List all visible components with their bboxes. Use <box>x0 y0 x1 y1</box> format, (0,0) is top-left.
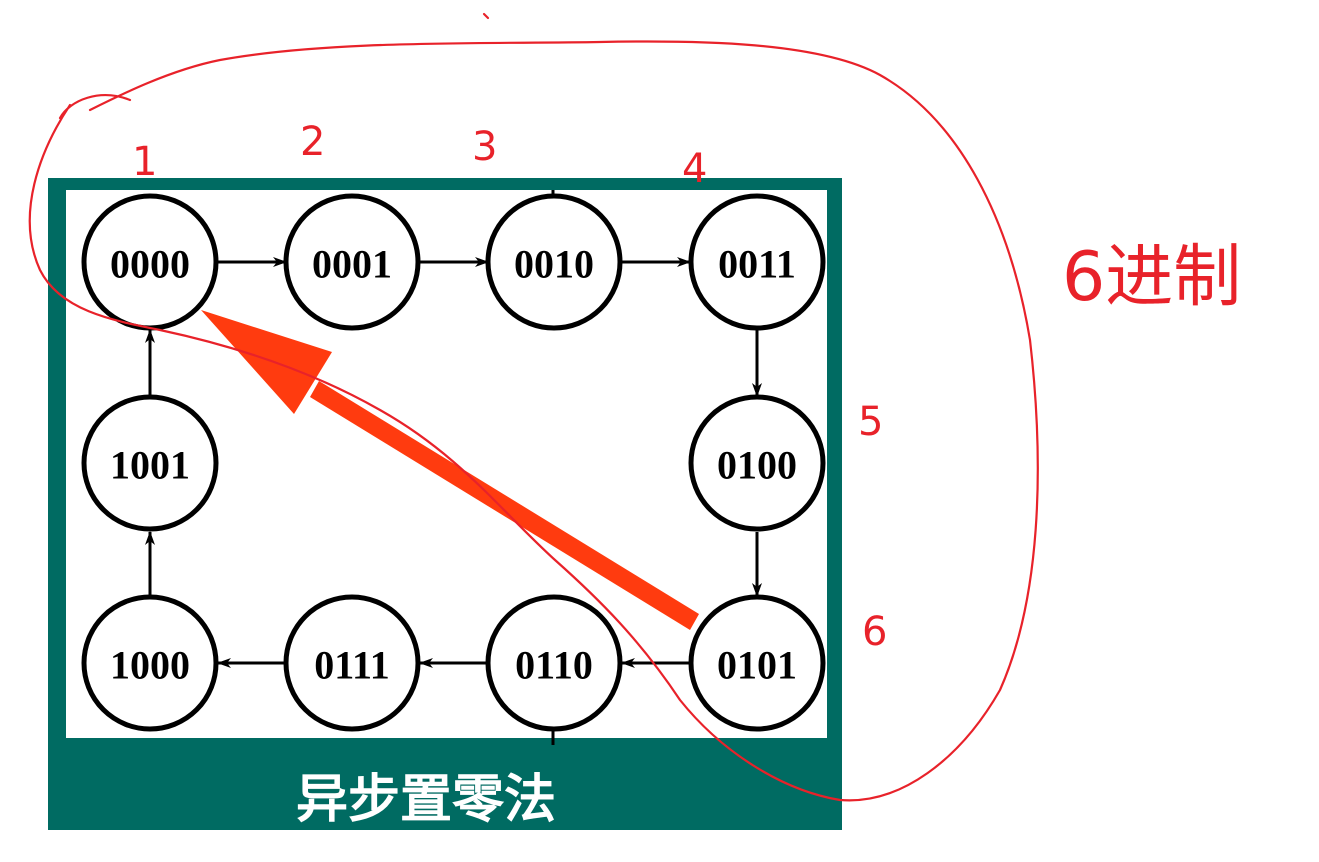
state-label-1001: 1001 <box>110 443 190 488</box>
state-label-0010: 0010 <box>514 242 594 287</box>
state-node-0100 <box>688 394 826 532</box>
step-number-2: 2 <box>300 119 325 165</box>
step-number-4: 4 <box>682 146 707 192</box>
state-label-0111: 0111 <box>314 643 390 688</box>
state-label-1000: 1000 <box>110 643 190 688</box>
state-label-0101: 0101 <box>717 643 797 688</box>
state-label-0001: 0001 <box>312 242 392 287</box>
step-number-6: 6 <box>862 609 887 655</box>
step-numbers: 1 2 3 4 5 6 <box>132 119 887 655</box>
state-label-0000: 0000 <box>110 242 190 287</box>
reset-arrow-shaft <box>310 381 699 630</box>
reset-arrow <box>201 310 699 630</box>
step-number-3: 3 <box>472 124 497 170</box>
state-label-0011: 0011 <box>718 242 796 287</box>
state-node-0111 <box>283 594 421 732</box>
state-label-0110: 0110 <box>515 643 593 688</box>
red-mark-top <box>482 12 490 20</box>
state-node-0001 <box>283 193 421 331</box>
state-node-0010 <box>485 193 623 331</box>
handwritten-note: 6进制 <box>1062 238 1241 317</box>
diagram-caption: 异步置零法 <box>296 770 556 830</box>
state-node-1001 <box>81 394 219 532</box>
transition-arrows <box>145 190 762 745</box>
state-node-0011 <box>688 193 826 331</box>
reset-arrow-head <box>201 310 332 414</box>
handwritten-annotations <box>28 12 1039 802</box>
red-loop-stroke <box>28 40 1039 802</box>
state-nodes <box>81 193 826 732</box>
state-node-0110 <box>485 594 623 732</box>
state-label-0100: 0100 <box>717 443 797 488</box>
step-number-1: 1 <box>132 139 157 185</box>
state-node-0101 <box>688 594 826 732</box>
state-node-1000 <box>81 594 219 732</box>
step-number-5: 5 <box>858 399 883 445</box>
